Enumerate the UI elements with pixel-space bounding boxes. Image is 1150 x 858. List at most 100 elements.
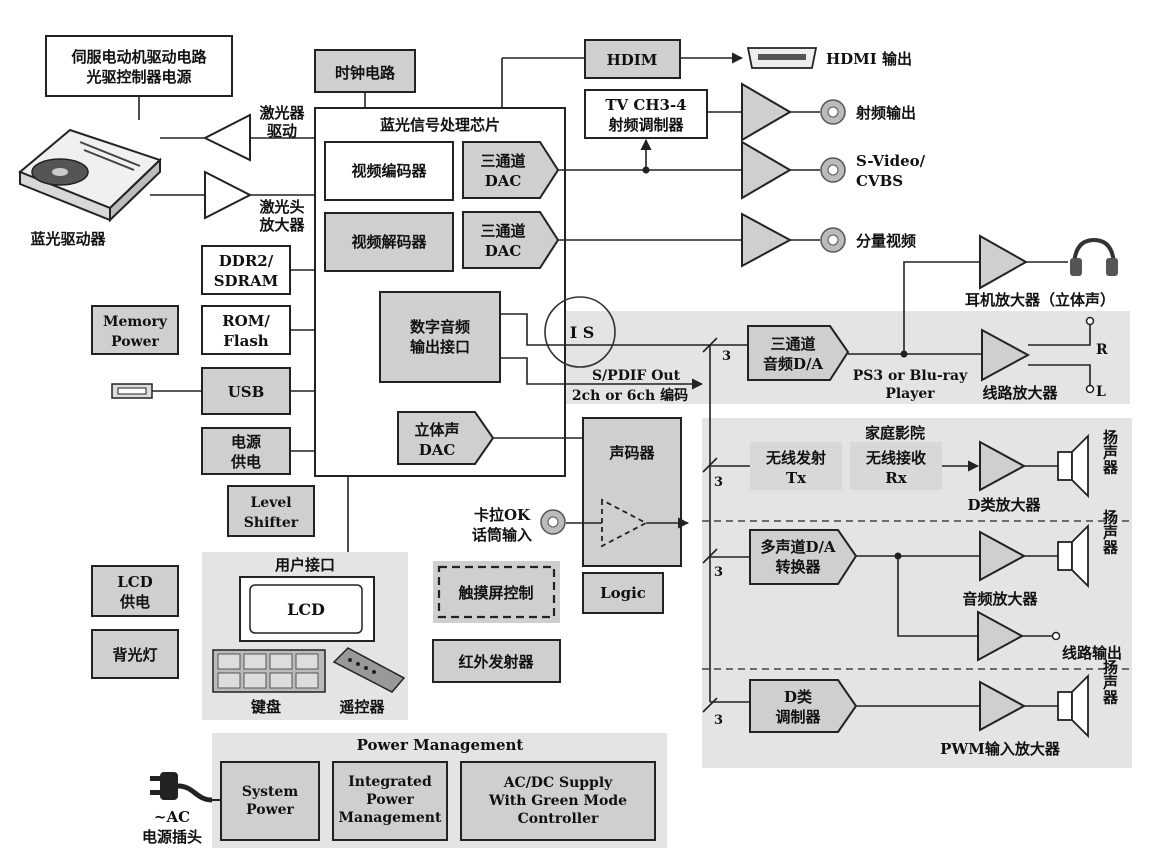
usb-plug-icon [111, 383, 153, 399]
system-power-label: Power [246, 802, 294, 818]
stereo-dac-label: 立体声 [414, 421, 459, 439]
wireless-tx-box [750, 442, 842, 490]
audio-da-label: 音频D/A [763, 355, 823, 373]
dac1-label: DAC [485, 172, 522, 190]
codec-label: 声码器 [608, 444, 655, 462]
dac2-label: DAC [485, 242, 522, 260]
class-d-amp-label: D类放大器 [967, 496, 1041, 514]
usb-box [201, 367, 291, 415]
rom-label: Flash [223, 332, 269, 350]
servo-driver-box [45, 35, 233, 97]
tv-mod-label: 射频调制器 [607, 116, 684, 134]
multi-da-label: 多声道D/A [760, 538, 835, 556]
headphone-amp [979, 234, 1029, 290]
laser-amp-label: 放大器 [258, 216, 305, 234]
remote-control-icon [332, 647, 406, 693]
line-out-amp [977, 610, 1025, 662]
laser-amp-label: 激光头 [259, 198, 304, 216]
bus-count: 3 [714, 565, 723, 580]
ir-transmitter-box [432, 639, 561, 683]
out-r-label: R [1096, 342, 1108, 358]
svideo-amp [741, 140, 792, 200]
lcd-power-label: 供电 [119, 593, 150, 611]
ddr-label: SDRAM [214, 272, 279, 290]
i2s-label: I S [570, 323, 595, 342]
power-mgmt-title: Power Management [357, 736, 524, 754]
line-amp [981, 328, 1031, 382]
acdc-label: AC/DC Supply [503, 775, 613, 791]
integrated-label: Integrated [348, 774, 432, 790]
system-power-label: System [242, 784, 299, 800]
headphone-amp-label: 耳机放大器（立体声） [965, 291, 1115, 309]
video-decoder-box [324, 212, 454, 272]
servo-label: 光驱控制器电源 [85, 68, 191, 86]
class-d-modulator [749, 679, 858, 733]
hdmi-out-label: HDMI 输出 [826, 50, 912, 68]
home-theater-title: 家庭影院 [865, 424, 925, 442]
backlight-box [91, 629, 179, 679]
wireless-rx-label: 无线接收 [865, 449, 926, 467]
component-out-label: 分量视频 [856, 232, 916, 250]
dac1-label: 三通道 [480, 152, 525, 170]
user-if-title: 用户接口 [275, 556, 335, 574]
video-encoder-box [324, 141, 454, 201]
touch-control-box [437, 565, 556, 619]
ps3-label: PS3 or Blu-ray [853, 368, 968, 384]
digital-audio-interface-box [379, 291, 501, 383]
out-l-label: L [1096, 384, 1106, 400]
level-shifter-label: Level [250, 495, 291, 511]
ir-label: 红外发射器 [458, 653, 534, 671]
chip-title: 蓝光信号处理芯片 [380, 116, 500, 134]
plug-label: ~AC [154, 808, 190, 826]
audio-amp [979, 530, 1027, 582]
ps3-label: Player [885, 386, 935, 402]
rf-amp [741, 82, 792, 142]
headphones-icon [1070, 237, 1118, 276]
blu-ray-drive-icon [18, 128, 162, 223]
karaoke-label: 卡拉OK [474, 506, 531, 524]
rom-label: ROM/ [222, 312, 270, 330]
power-supply-label: 供电 [230, 453, 261, 471]
wireless-rx-box [850, 442, 942, 490]
level-shifter-box [227, 485, 315, 537]
keypad-label: 键盘 [250, 698, 281, 716]
acdc-label: Controller [518, 811, 599, 827]
rom-flash-box [201, 305, 291, 355]
audio-da-converter [747, 325, 850, 381]
touch-label: 触摸屏控制 [458, 584, 533, 602]
tv-mod-label: TV CH3-4 [605, 96, 686, 114]
dac2-label: 三通道 [480, 222, 525, 240]
hdim-label: HDIM [607, 51, 658, 69]
codec-box [582, 417, 682, 567]
hdim-box [584, 39, 681, 79]
pwm-amp [979, 680, 1027, 732]
dac-video-2 [462, 211, 560, 269]
lcd-screen [249, 584, 363, 634]
level-shifter-label: Shifter [244, 515, 299, 531]
hdmi-connector-icon [746, 47, 818, 69]
power-supply-label: 电源 [231, 433, 261, 451]
speaker-label: 扬声器 [1101, 429, 1119, 476]
tv-modulator-box [584, 89, 708, 139]
usb-label: USB [228, 383, 265, 401]
memory-power-label: Memory [103, 314, 168, 330]
dac-video-1 [462, 141, 560, 199]
ac-plug-icon [150, 772, 221, 803]
plug-label: 电源插头 [142, 828, 202, 846]
memory-power-box [91, 305, 179, 355]
class-d-amp [979, 440, 1027, 492]
speaker-label: 扬声器 [1101, 659, 1119, 706]
component-amp [741, 212, 793, 268]
power-supply-box [201, 427, 291, 475]
laser-driver-label: 驱动 [267, 122, 297, 140]
svideo-label: S-Video/ [856, 152, 926, 170]
multi-da-label: 转换器 [775, 558, 821, 576]
servo-label: 伺服电动机驱动电路 [70, 48, 207, 66]
i2s-highlight-circle [544, 296, 616, 368]
clock-label: 时钟电路 [335, 64, 396, 82]
wireless-tx-label: 无线发射 [765, 449, 826, 467]
video-encoder-label: 视频编码器 [351, 162, 427, 180]
audio-if-label: 数字音频 [410, 318, 470, 336]
system-power-box [220, 761, 320, 841]
